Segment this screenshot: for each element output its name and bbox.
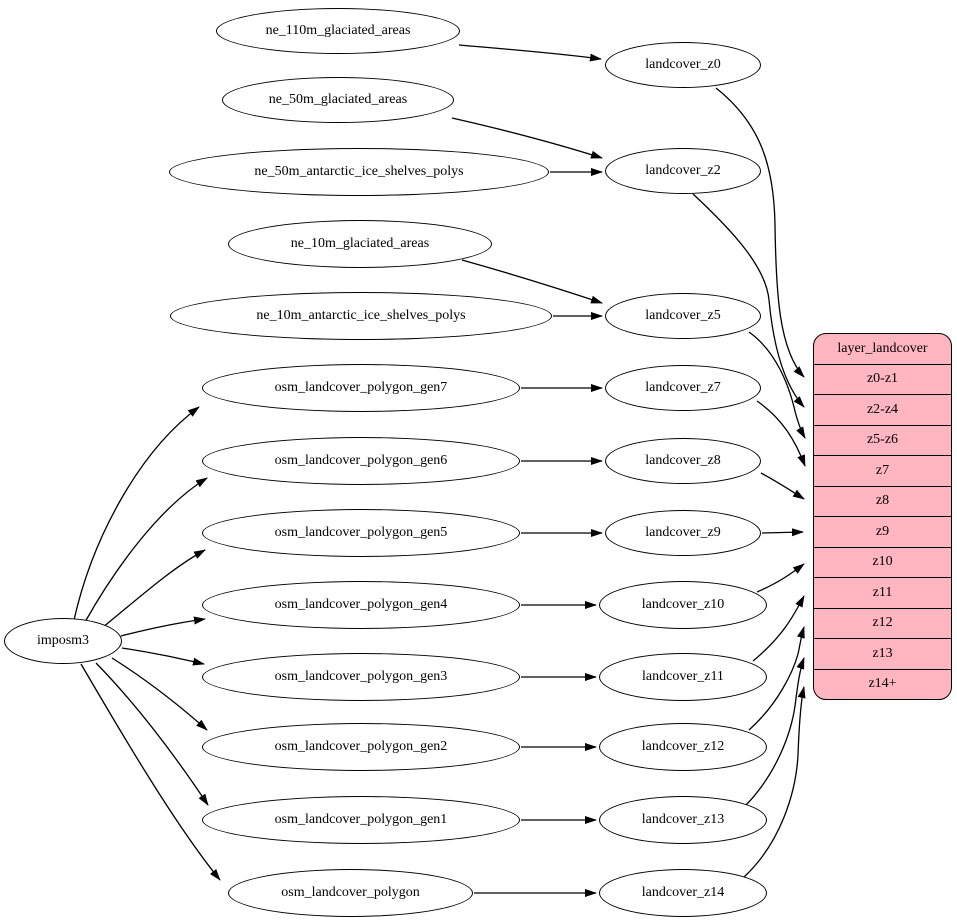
node-landcover-z13: landcover_z13 bbox=[599, 796, 767, 844]
node-ne-110m-glaciated-areas: ne_110m_glaciated_areas bbox=[216, 8, 460, 54]
node-osm-landcover-polygon-gen1: osm_landcover_polygon_gen1 bbox=[202, 796, 520, 844]
node-landcover-z10: landcover_z10 bbox=[599, 581, 767, 629]
node-ne-10m-glaciated-areas: ne_10m_glaciated_areas bbox=[228, 220, 492, 268]
edge-z11-to-row-z11 bbox=[752, 595, 805, 662]
table-row-z7: z7 bbox=[814, 455, 951, 486]
node-label: ne_50m_glaciated_areas bbox=[268, 92, 408, 107]
node-label: landcover_z5 bbox=[645, 308, 721, 323]
edge-z9-to-row-z9 bbox=[761, 528, 804, 537]
node-layer-landcover-table: layer_landcover z0-z1 z2-z4 z5-z6 z7 z8 … bbox=[813, 333, 952, 700]
node-label: landcover_z11 bbox=[642, 669, 724, 684]
table-row-z13: z13 bbox=[814, 638, 951, 669]
node-imposm3: imposm3 bbox=[4, 618, 122, 664]
node-osm-landcover-polygon-gen6: osm_landcover_polygon_gen6 bbox=[202, 437, 520, 485]
node-label: landcover_z12 bbox=[641, 739, 725, 754]
table-row-z2-z4: z2-z4 bbox=[814, 394, 951, 425]
edge-imposm3-to-gen4 bbox=[120, 616, 206, 637]
node-landcover-z14: landcover_z14 bbox=[599, 869, 767, 917]
node-ne-50m-antarctic-ice-shelves-polys: ne_50m_antarctic_ice_shelves_polys bbox=[169, 148, 549, 196]
edge-imposm3-to-gen3 bbox=[121, 647, 205, 666]
node-landcover-z9: landcover_z9 bbox=[605, 510, 761, 556]
edge-ne10m-glaciated-to-z5 bbox=[461, 259, 603, 304]
node-ne-10m-antarctic-ice-shelves-polys: ne_10m_antarctic_ice_shelves_polys bbox=[170, 292, 552, 340]
table-row-z12: z12 bbox=[814, 607, 951, 639]
table-row-z8: z8 bbox=[814, 485, 951, 517]
node-landcover-z8: landcover_z8 bbox=[605, 438, 761, 484]
node-osm-landcover-polygon-gen7: osm_landcover_polygon_gen7 bbox=[202, 364, 520, 412]
edge-z5-to-row-z5-z6 bbox=[748, 331, 806, 439]
node-label: landcover_z7 bbox=[645, 380, 721, 395]
edge-z14-to-row-z14plus bbox=[742, 686, 806, 879]
node-label: osm_landcover_polygon bbox=[281, 885, 420, 900]
node-osm-landcover-polygon-gen5: osm_landcover_polygon_gen5 bbox=[202, 509, 520, 557]
node-osm-landcover-polygon-gen4: osm_landcover_polygon_gen4 bbox=[202, 581, 520, 629]
node-label: osm_landcover_polygon_gen4 bbox=[274, 597, 448, 612]
table-title: layer_landcover bbox=[837, 340, 928, 356]
node-label: osm_landcover_polygon_gen7 bbox=[274, 380, 448, 395]
node-label: osm_landcover_polygon_gen6 bbox=[274, 453, 448, 468]
node-label: landcover_z10 bbox=[641, 597, 725, 612]
edge-imposm3-to-gen1 bbox=[95, 662, 209, 806]
edge-ne50m-glaciated-to-z2 bbox=[451, 117, 603, 159]
node-landcover-z12: landcover_z12 bbox=[599, 723, 767, 771]
node-label: landcover_z13 bbox=[641, 812, 725, 827]
node-landcover-z2: landcover_z2 bbox=[605, 148, 761, 194]
edge-z8-to-row-z8 bbox=[760, 472, 805, 500]
edge-z12-to-row-z12 bbox=[748, 626, 805, 731]
edge-imposm3-to-gen7 bbox=[73, 406, 200, 621]
node-imposm3-label: imposm3 bbox=[36, 633, 90, 648]
node-label: ne_10m_antarctic_ice_shelves_polys bbox=[256, 308, 466, 323]
node-osm-landcover-polygon-gen2: osm_landcover_polygon_gen2 bbox=[202, 723, 520, 771]
node-label: landcover_z8 bbox=[645, 453, 721, 468]
table-row-z9: z9 bbox=[814, 516, 951, 547]
edge-imposm3-to-gen5 bbox=[101, 549, 206, 629]
node-ne-50m-glaciated-areas: ne_50m_glaciated_areas bbox=[222, 77, 454, 123]
node-label: ne_10m_glaciated_areas bbox=[290, 236, 430, 251]
node-label: landcover_z14 bbox=[641, 885, 725, 900]
node-label: osm_landcover_polygon_gen5 bbox=[274, 525, 448, 540]
node-label: osm_landcover_polygon_gen1 bbox=[274, 812, 448, 827]
edge-z0-to-row-z0-z1 bbox=[715, 87, 805, 378]
node-landcover-z0: landcover_z0 bbox=[605, 42, 761, 88]
edge-imposm3-to-gen2 bbox=[111, 657, 208, 731]
table-row-z14plus: z14+ bbox=[814, 668, 951, 700]
node-label: ne_110m_glaciated_areas bbox=[265, 23, 411, 38]
table-row-z5-z6: z5-z6 bbox=[814, 424, 951, 456]
table-row-z10: z10 bbox=[814, 546, 951, 578]
node-label: landcover_z0 bbox=[645, 57, 721, 72]
edge-z13-to-row-z13 bbox=[745, 657, 805, 806]
node-osm-landcover-polygon-gen3: osm_landcover_polygon_gen3 bbox=[202, 653, 520, 701]
edge-imposm3-to-gen6 bbox=[84, 477, 208, 623]
node-label: ne_50m_antarctic_ice_shelves_polys bbox=[254, 164, 464, 179]
node-osm-landcover-polygon: osm_landcover_polygon bbox=[228, 869, 473, 917]
edge-ne110m-to-z0 bbox=[458, 44, 602, 62]
node-label: landcover_z2 bbox=[645, 163, 721, 178]
table-row-z11: z11 bbox=[814, 577, 951, 608]
table-row-z0-z1: z0-z1 bbox=[814, 363, 951, 395]
node-label: landcover_z9 bbox=[645, 525, 721, 540]
edge-z7-to-row-z7 bbox=[756, 400, 806, 467]
edge-z10-to-row-z10 bbox=[756, 563, 805, 593]
edge-z2-to-row-z2-z4 bbox=[692, 193, 805, 408]
node-label: osm_landcover_polygon_gen2 bbox=[274, 739, 448, 754]
node-label: osm_landcover_polygon_gen3 bbox=[274, 669, 448, 684]
node-landcover-z7: landcover_z7 bbox=[605, 365, 761, 411]
node-landcover-z11: landcover_z11 bbox=[599, 653, 767, 701]
node-landcover-z5: landcover_z5 bbox=[605, 293, 761, 339]
edge-imposm3-to-polygon bbox=[80, 663, 221, 881]
